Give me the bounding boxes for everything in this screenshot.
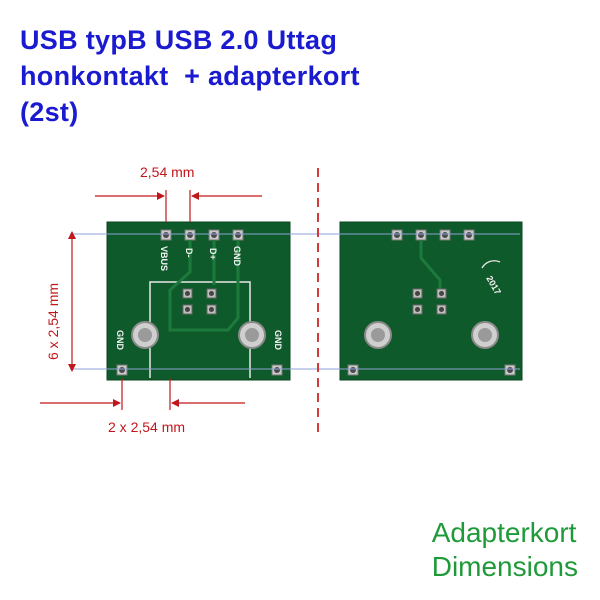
height-label: 6 x 2,54 mm [45, 283, 61, 360]
front-center-pads [182, 288, 217, 315]
title-line-3: (2st) [20, 97, 79, 127]
back-mounting-holes [364, 321, 499, 349]
silk-d-plus: D+ [208, 248, 218, 260]
title-line-2: honkontakt + adapterkort [20, 61, 360, 91]
silk-d-minus: D- [184, 248, 194, 258]
footer: Adapterkort Dimensions [432, 516, 578, 584]
silk-gnd-left: GND [115, 330, 125, 351]
guide-lines [70, 233, 520, 370]
front-pcb: VBUS D- D+ GND GND GND [106, 221, 291, 381]
back-top-pin-pads [391, 229, 475, 241]
silk-vbus: VBUS [159, 246, 169, 271]
back-center-pads [412, 288, 447, 315]
width-label: 2 x 2,54 mm [108, 419, 185, 435]
title-line-1: USB typB USB 2.0 Uttag [20, 25, 338, 55]
silk-gnd-right: GND [273, 330, 283, 351]
title: USB typB USB 2.0 Uttag honkontakt + adap… [20, 22, 360, 130]
pitch-dimension [95, 190, 262, 222]
footer-line-2: Dimensions [431, 551, 578, 582]
width-dimension [40, 378, 245, 410]
back-pcb: 2017 [339, 221, 523, 381]
footer-line-1: Adapterkort [431, 517, 577, 548]
front-mounting-holes [131, 321, 266, 349]
silk-gnd-top: GND [232, 246, 242, 267]
pitch-label: 2,54 mm [140, 164, 194, 180]
